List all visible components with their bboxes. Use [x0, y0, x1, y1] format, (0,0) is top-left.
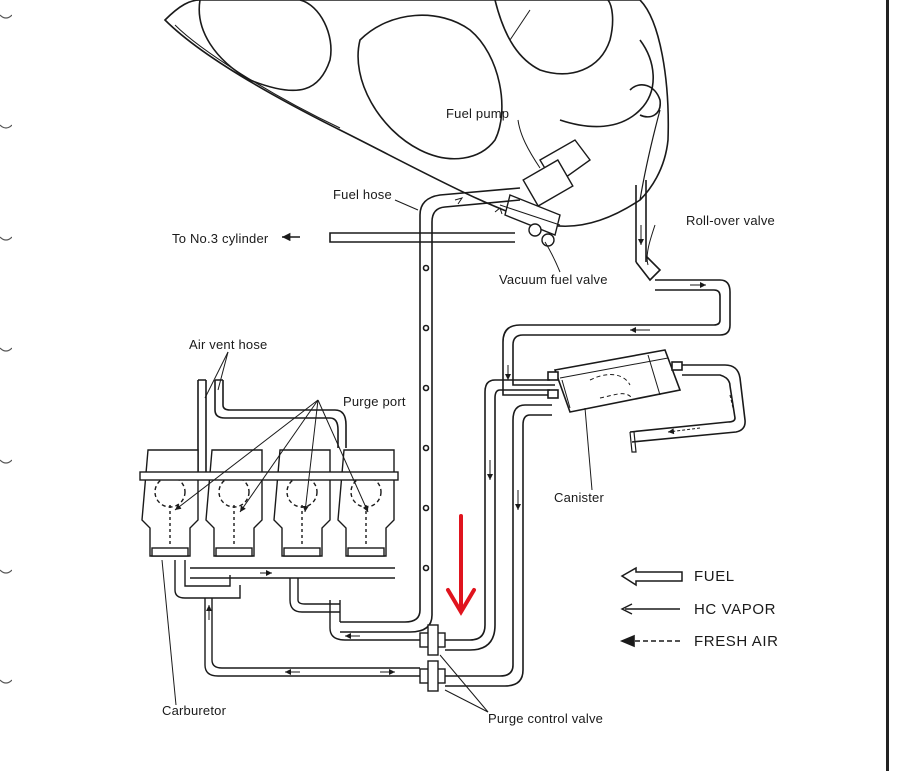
fuel-hose-line — [340, 187, 521, 633]
fuel-pump-unit — [499, 139, 591, 247]
legend-hc-vapor-label: HC VAPOR — [694, 601, 777, 618]
fuel-manifold — [174, 560, 420, 677]
legend-fuel-arrow — [620, 566, 683, 587]
fresh-air-pipe — [629, 364, 746, 453]
page-right-border — [886, 0, 889, 771]
carburetor-bank — [139, 449, 399, 557]
label-purge-control-valve: Purge control valve — [488, 711, 604, 726]
label-air-vent-hose: Air vent hose — [189, 337, 268, 352]
label-to-no3-cylinder: To No.3 cylinder — [172, 231, 269, 246]
leader-lines — [161, 9, 656, 713]
no3-cylinder-line — [282, 232, 515, 243]
red-annotation-arrow — [446, 514, 476, 616]
purge-lines-right — [445, 379, 552, 687]
carb-4 — [337, 449, 395, 557]
roll-over-valve-line — [635, 180, 662, 282]
fuel-tank — [163, 0, 670, 228]
legend-hc-vapor-arrow — [620, 603, 680, 615]
label-fuel-hose: Fuel hose — [333, 187, 392, 202]
legend-fuel-label: FUEL — [694, 568, 735, 585]
label-canister: Canister — [554, 490, 605, 505]
carb-1 — [141, 449, 199, 557]
legend-fresh-air-label: FRESH AIR — [694, 633, 779, 650]
label-purge-port: Purge port — [343, 394, 406, 409]
page-binding-edge — [0, 14, 12, 684]
canister-body — [547, 349, 683, 413]
purge-port-pointers — [174, 399, 369, 513]
vapor-line-top — [502, 279, 731, 396]
carb-2 — [205, 449, 263, 557]
carb-3 — [273, 449, 331, 557]
label-vacuum-fuel-valve: Vacuum fuel valve — [499, 272, 608, 287]
legend-fresh-air-arrow — [619, 634, 680, 648]
label-fuel-pump: Fuel pump — [446, 106, 510, 121]
purge-control-valves — [419, 624, 446, 692]
label-carburetor: Carburetor — [162, 703, 227, 718]
label-roll-over-valve: Roll-over valve — [686, 213, 775, 228]
